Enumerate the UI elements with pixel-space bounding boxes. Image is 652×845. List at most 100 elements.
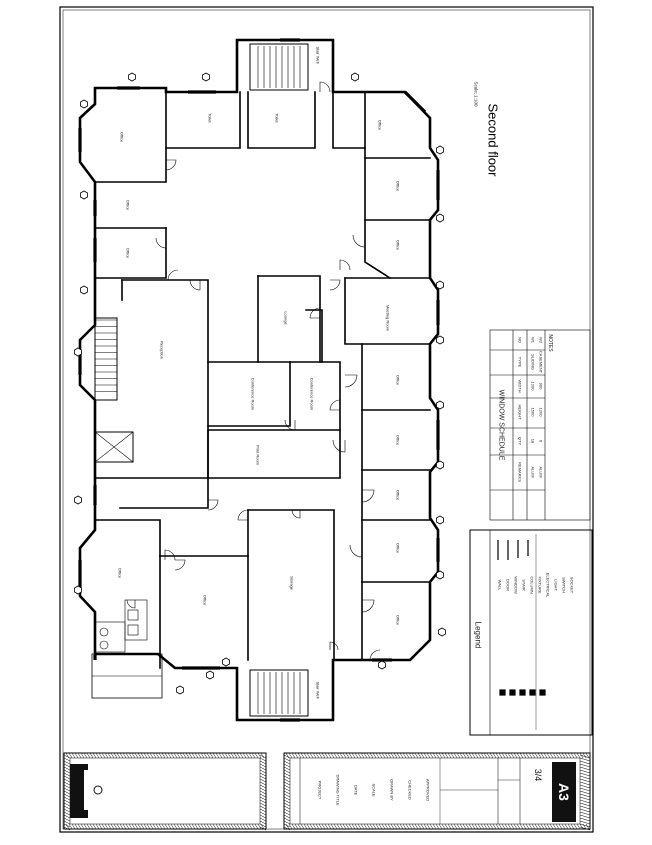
hatch-line [318, 752, 323, 759]
door-swing [329, 399, 341, 411]
schedule-cell: ALUM [538, 466, 544, 478]
schedule-cell: 6 [538, 439, 544, 443]
hatch-line [432, 752, 437, 759]
schedule-cell: ALUM [530, 466, 536, 478]
hatch-line [239, 752, 244, 759]
hatch-line [283, 769, 291, 774]
legend-symbol [529, 689, 536, 696]
door-swing [165, 159, 177, 171]
hatch-line [396, 752, 401, 759]
hatch-line [414, 752, 419, 759]
hatch-line [65, 752, 70, 759]
hatch-line [579, 823, 591, 828]
hatch-line [363, 823, 368, 830]
hatch-line [378, 823, 383, 830]
legend-item: SOCKET [569, 576, 575, 594]
room-label-office-e3: Office [395, 374, 401, 386]
hatch-line [579, 805, 591, 810]
hatch-line [209, 823, 214, 830]
door-swing [189, 279, 201, 291]
hatch-line [63, 772, 71, 777]
hatch-line [155, 823, 160, 830]
sheet-size: A3 [556, 783, 572, 801]
hatch-line [579, 811, 591, 816]
hatch-line [579, 817, 591, 822]
hatch-line [143, 752, 148, 759]
hatch-line [579, 799, 591, 804]
hatch-line [579, 808, 591, 813]
hatch-line [134, 752, 139, 759]
hatch-line [576, 752, 581, 759]
room-label-conf2: Conference Room [309, 377, 315, 411]
hatch-line [489, 752, 494, 759]
hatch-line [206, 823, 211, 830]
column [74, 495, 82, 505]
hatch-line [546, 823, 551, 830]
hatch-line [579, 766, 591, 771]
hatch-line [259, 808, 267, 813]
door-swing [284, 419, 296, 431]
title-block-label: DATE [353, 784, 359, 796]
hatch-line [158, 752, 163, 759]
hatch-line [579, 802, 591, 807]
sheet-size-box [552, 762, 576, 822]
legend-symbol [519, 689, 526, 696]
hatch-line [543, 823, 548, 830]
column [80, 190, 88, 200]
window [403, 90, 427, 114]
hatch-line [122, 823, 127, 830]
hatch-line [327, 823, 332, 830]
hatch-line [333, 823, 338, 830]
hatch-line [579, 796, 591, 801]
column [436, 515, 444, 525]
hatch-line [107, 752, 112, 759]
hatch-line [137, 752, 142, 759]
hatch-line [283, 778, 291, 783]
hatch-line [579, 820, 591, 825]
hatch-line [283, 781, 291, 786]
title-block-label: CHECKED [407, 780, 413, 800]
hatch-line [209, 752, 214, 759]
hatch-line [360, 752, 365, 759]
hatch-line [426, 752, 431, 759]
schedule-cell: SLIDING [530, 353, 536, 371]
hatch-line [321, 752, 326, 759]
hatch-line [441, 823, 446, 830]
hatch-line [462, 752, 467, 759]
door-swing [329, 641, 339, 651]
legend-symbol [539, 689, 546, 696]
room-label-office-sw: Office [117, 567, 123, 579]
hatch-line [164, 823, 169, 830]
hatch-line [288, 752, 293, 759]
hatch-line [579, 784, 591, 789]
hatch-line [480, 823, 485, 830]
hatch-line [492, 752, 497, 759]
hatch-line [306, 752, 311, 759]
hatch-line [579, 772, 591, 777]
hatch-line [468, 752, 473, 759]
hatch-line [259, 769, 267, 774]
hatch-line [498, 752, 503, 759]
hatch-line [429, 752, 434, 759]
hatch-line [564, 752, 569, 759]
door-swing [349, 544, 363, 558]
hatch-line [351, 823, 356, 830]
hatch-line [170, 752, 175, 759]
hatch-line [327, 752, 332, 759]
hatch-line [504, 823, 509, 830]
hatch-line [303, 823, 308, 830]
hatch-line [185, 752, 190, 759]
room-label-office-s2: Office [202, 594, 208, 606]
door-swing [309, 307, 321, 319]
column [436, 145, 444, 155]
hatch-line [303, 752, 308, 759]
hatch-line [543, 752, 548, 759]
hatch-line [107, 823, 112, 830]
hatch-line [89, 752, 94, 759]
outer-wall [78, 38, 440, 722]
hatch-line [501, 752, 506, 759]
hatch-line [486, 823, 491, 830]
hatch-line [260, 823, 265, 830]
hatch-line [579, 752, 584, 759]
